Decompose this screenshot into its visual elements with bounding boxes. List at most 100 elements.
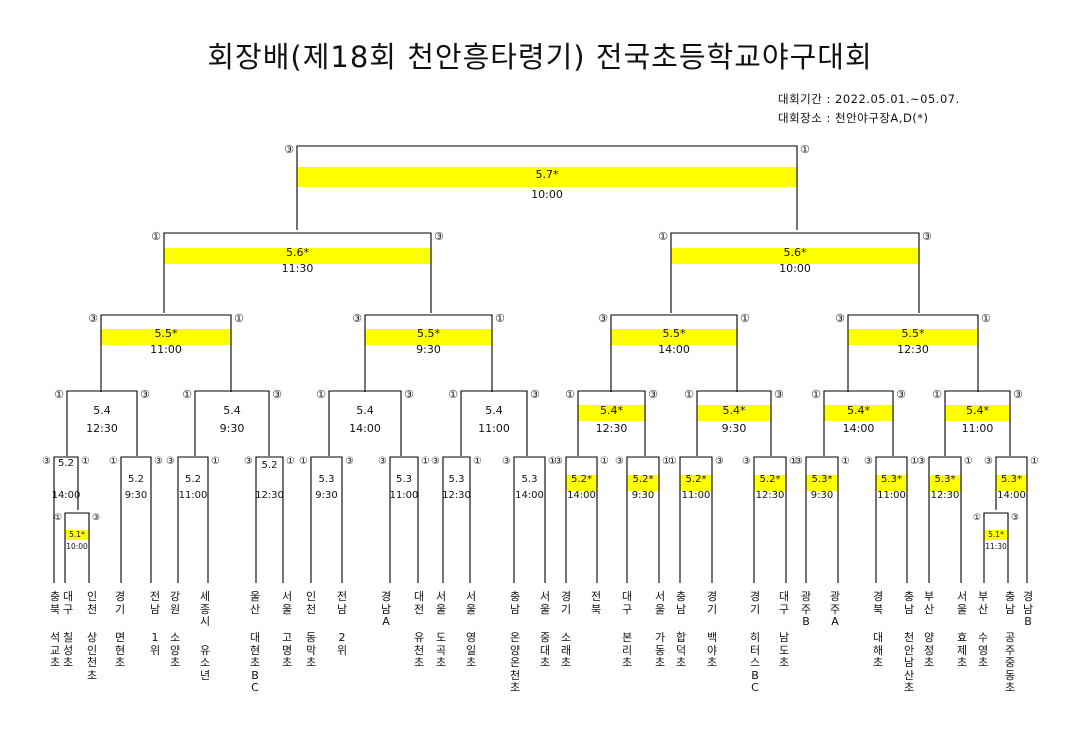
- team-school: 석 교 초: [49, 631, 61, 669]
- tournament-venue: 대회장소 : 천안야구장A,D(*): [778, 111, 929, 125]
- qf4-bracket-line: [847, 314, 979, 392]
- r32_10-bracket-line: [626, 456, 660, 583]
- r32_3-date: 5.2: [185, 474, 201, 485]
- team-school: 양 정 초: [923, 631, 935, 669]
- r16_1-date: 5.4: [93, 404, 111, 417]
- team-school: 소 래 초: [560, 631, 572, 669]
- qf3-date: 5.5*: [663, 327, 686, 340]
- r32_16-date: 5.3*: [1001, 474, 1022, 485]
- r32_13-bracket-line: [805, 456, 839, 583]
- r32_15-time: 12:30: [931, 490, 960, 501]
- r32_16-time: 14:00: [997, 490, 1026, 501]
- r32_5-bracket-line: [310, 456, 343, 583]
- r32_11-bracket-line: [679, 456, 713, 583]
- final-bracket-line: [296, 145, 798, 230]
- team-region: 서 울: [435, 590, 447, 616]
- r16_8-bracket-line: [944, 390, 1011, 456]
- r32_10-date: 5.2*: [633, 474, 654, 485]
- r32_16-highlight: [996, 475, 1027, 491]
- team-region: 전 북: [590, 590, 602, 616]
- r64_1-left-mark: ①: [54, 513, 62, 523]
- r16_2-left-mark: ①: [182, 388, 192, 401]
- r16_2-bracket-line: [194, 390, 270, 456]
- r16_8-highlight: [945, 405, 1010, 421]
- r32_15-left-mark: ③: [917, 456, 926, 467]
- r32_6-bracket-line: [389, 456, 419, 583]
- r32_9-left-mark: ③: [554, 456, 563, 467]
- team-region: 충 북: [49, 590, 61, 616]
- r32_12-time: 12:30: [756, 490, 785, 501]
- final-left-mark: ③: [284, 143, 294, 156]
- period-value: 2022.05.01.~05.07.: [835, 92, 960, 106]
- r32_1-bracket-line: [53, 456, 79, 583]
- team-region: 세 종 시: [199, 590, 211, 628]
- r32_6-left-mark: ③: [378, 456, 387, 467]
- r32_5-time: 9:30: [315, 490, 337, 501]
- final-highlight: [297, 167, 797, 187]
- sf1-date: 5.6*: [286, 246, 309, 259]
- period-label: 대회기간: [778, 92, 823, 106]
- team-region: 대 구: [621, 590, 633, 616]
- team-school: 도 곡 초: [435, 631, 447, 669]
- team-region: 경 남 A: [380, 590, 392, 628]
- r32_13-left-mark: ③: [794, 456, 803, 467]
- r16_5-right-mark: ③: [648, 388, 658, 401]
- team-region: 광 주 B: [800, 590, 812, 628]
- team-region: 경 북: [872, 590, 884, 616]
- r64_2-bracket-line: [983, 512, 1009, 583]
- r32_5-left-mark: ①: [299, 456, 308, 467]
- team-entry: 광 주 B: [799, 590, 813, 629]
- qf1-bracket-line: [100, 314, 232, 392]
- r16_7-highlight: [824, 405, 893, 421]
- team-school: 동 막 초: [305, 631, 317, 669]
- r16_1-time: 12:30: [86, 422, 118, 435]
- r32_14-highlight: [876, 475, 907, 491]
- final-time: 10:00: [531, 188, 563, 201]
- r32_9-time: 14:00: [567, 490, 596, 501]
- r16_4-right-mark: ③: [530, 388, 540, 401]
- r32_11-highlight: [680, 475, 712, 491]
- qf3-bracket-line: [610, 314, 738, 392]
- team-region: 경 기: [560, 590, 572, 616]
- r32_13-right-mark: ①: [841, 456, 850, 467]
- r16_4-left-mark: ①: [448, 388, 458, 401]
- r32_8-left-mark: ③: [502, 456, 511, 467]
- sf2-date: 5.6*: [784, 246, 807, 259]
- qf3-highlight: [611, 329, 737, 345]
- r32_11-left-mark: ①: [668, 456, 677, 467]
- team-school: 고 명 초: [281, 631, 293, 669]
- r64_2-highlight: [984, 530, 1008, 540]
- team-region: 서 울: [465, 590, 477, 616]
- r32_12-left-mark: ③: [742, 456, 751, 467]
- sf1-left-mark: ①: [151, 230, 161, 243]
- r32_4-left-mark: ③: [244, 456, 253, 467]
- r16_6-date: 5.4*: [723, 404, 746, 417]
- r32_16-right-mark: ①: [1030, 456, 1039, 467]
- r16_3-bracket-line: [328, 390, 402, 456]
- qf2-highlight: [365, 329, 492, 345]
- r32_2-date: 5.2: [128, 474, 144, 485]
- venue-label: 대회장소: [778, 111, 823, 125]
- team-region: 광 주 A: [829, 590, 841, 628]
- qf1-time: 11:00: [150, 343, 182, 356]
- r32_7-right-mark: ①: [473, 456, 482, 467]
- r32_7-time: 12:30: [442, 490, 471, 501]
- r32_8-date: 5.3: [522, 474, 538, 485]
- r32_1-right-mark: ①: [81, 456, 90, 467]
- sf2-bracket-line: [670, 232, 920, 313]
- r16_7-left-mark: ①: [811, 388, 821, 401]
- r32_6-time: 11:00: [390, 490, 419, 501]
- r64_2-time: 11:30: [985, 542, 1007, 551]
- r32_14-right-mark: ①: [910, 456, 919, 467]
- r32_7-left-mark: ③: [431, 456, 440, 467]
- qf2-right-mark: ①: [495, 312, 505, 325]
